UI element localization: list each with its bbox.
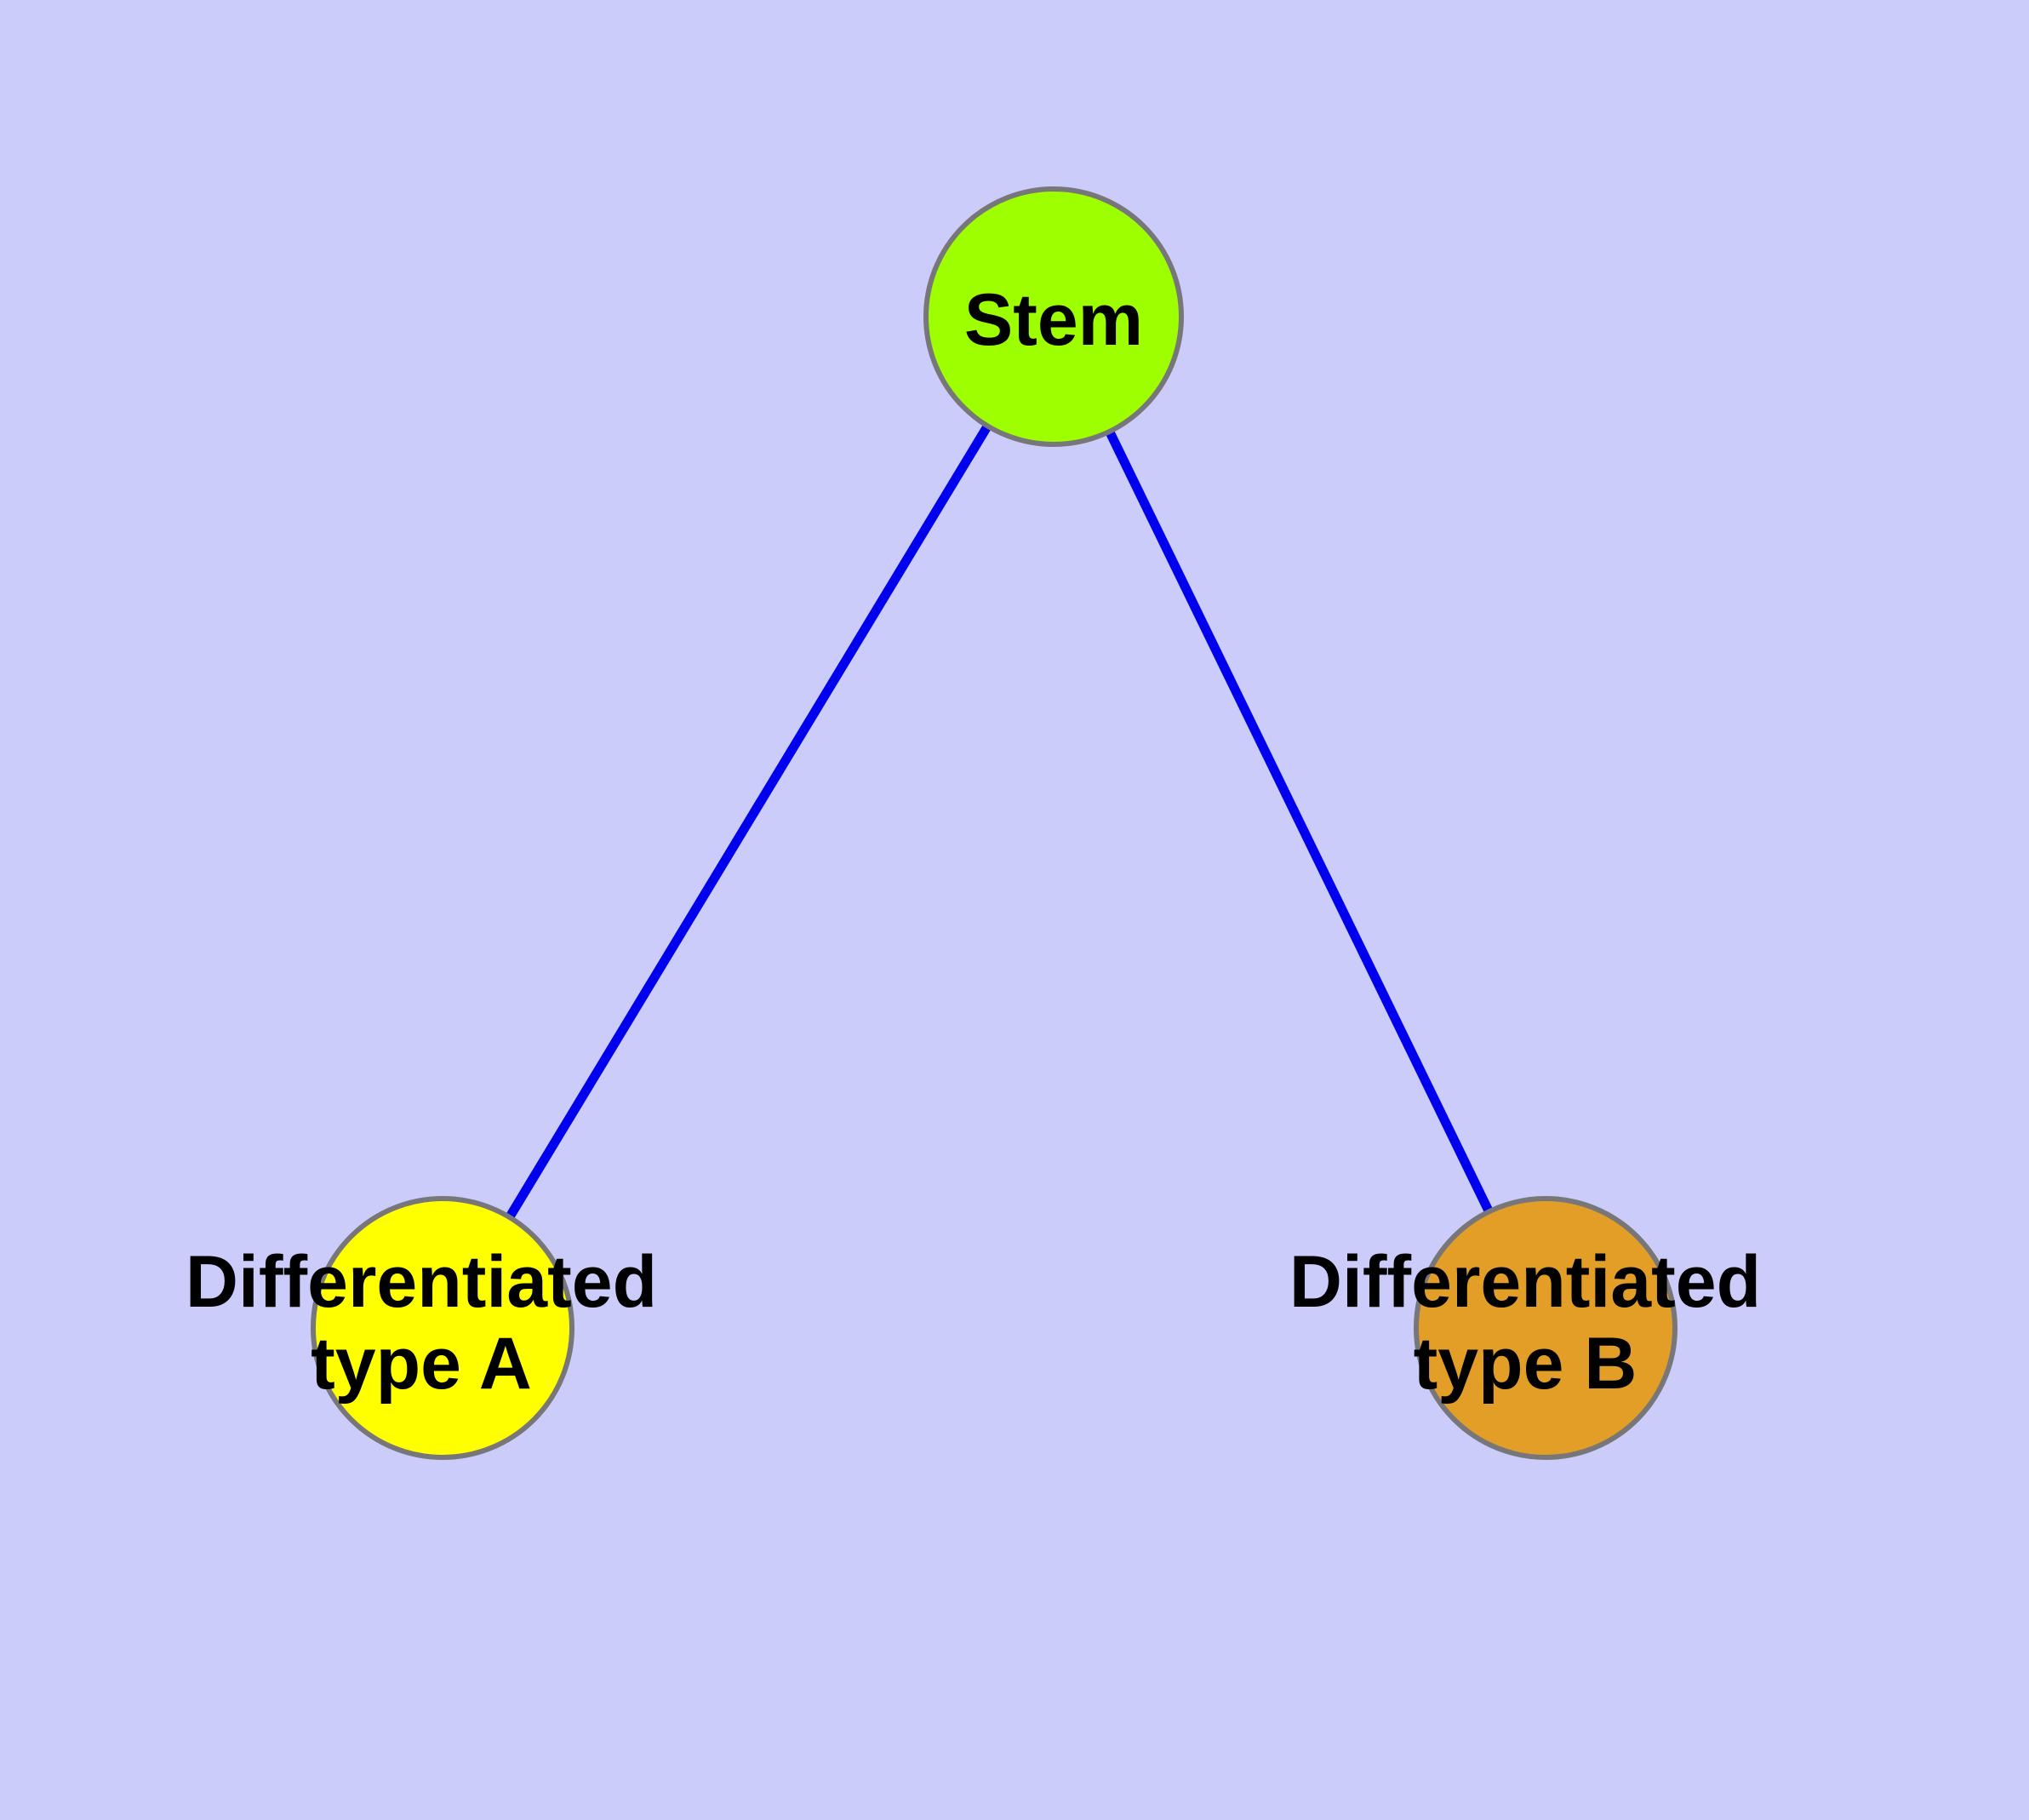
graph-edge-stem-to-a[interactable] [438, 314, 1058, 1331]
graph-node-label-line: type A [311, 1323, 532, 1405]
graph-node-label-stem: Stem [964, 279, 1143, 361]
graph-node-label-line: type B [1414, 1323, 1637, 1405]
nodes-layer [311, 186, 1677, 1460]
graph-node-diff_a[interactable] [311, 1196, 574, 1460]
graph-node-diff_b[interactable] [1414, 1196, 1677, 1460]
graph-node-label-line: Stem [964, 279, 1143, 361]
graph-node-label-line: Differentiated [186, 1241, 657, 1323]
graph-edge-stem-to-b[interactable] [1049, 314, 1550, 1331]
edges-layer [438, 314, 1550, 1331]
graph-node-label-line: Differentiated [1289, 1241, 1761, 1323]
graph-node-stem[interactable] [923, 186, 1184, 447]
